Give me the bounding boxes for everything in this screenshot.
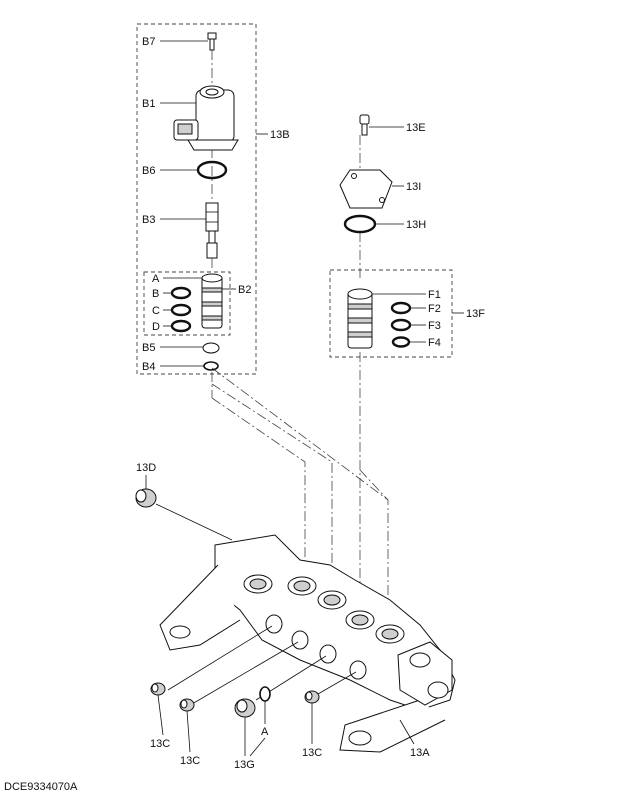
part-b3-spool <box>205 202 219 259</box>
part-13h-oring <box>343 214 377 234</box>
part-f4-oring <box>391 336 411 348</box>
label-b5: B5 <box>142 342 155 354</box>
label-13f: 13F <box>466 308 485 320</box>
label-b: B <box>152 288 159 300</box>
label-c: C <box>152 305 160 317</box>
part-c-oring <box>170 303 192 317</box>
label-13c-middle: 13C <box>180 755 200 767</box>
part-f3-oring <box>390 318 412 332</box>
part-13f-cartridge <box>347 288 373 349</box>
label-13b: 13B <box>270 129 290 141</box>
label-b4: B4 <box>142 361 155 373</box>
drawing-code: DCE9334070A <box>4 781 78 793</box>
label-13a: 13A <box>410 747 430 759</box>
label-13c-right: 13C <box>302 747 322 759</box>
group-box-13b <box>136 23 257 375</box>
label-a: A <box>152 273 160 285</box>
part-13a-valve-body <box>159 534 456 753</box>
part-b7-bolt <box>207 32 217 51</box>
part-b4-oring <box>203 361 219 371</box>
leader-lines <box>145 40 464 757</box>
label-b6: B6 <box>142 165 155 177</box>
part-13c-plug-left <box>150 682 166 696</box>
label-f3: F3 <box>428 320 441 332</box>
part-d-oring <box>170 319 192 333</box>
part-a-oring-lower <box>259 686 271 702</box>
part-13c-plug-middle <box>179 698 195 712</box>
label-13i: 13I <box>406 181 421 193</box>
part-13d-plug <box>135 488 233 541</box>
part-13g-plug <box>234 698 256 718</box>
label-13e: 13E <box>406 122 426 134</box>
part-b-oring <box>170 286 192 300</box>
part-13i-cover <box>339 169 393 209</box>
label-b1: B1 <box>142 98 155 110</box>
label-f2: F2 <box>428 303 441 315</box>
label-b2: B2 <box>238 284 251 296</box>
label-d: D <box>152 321 160 333</box>
part-b2-sleeve <box>201 273 223 329</box>
group-box-13f <box>329 269 453 358</box>
part-b1-solenoid <box>173 85 239 151</box>
label-f4: F4 <box>428 337 441 349</box>
label-13c-left: 13C <box>150 738 170 750</box>
part-f2-oring <box>390 301 412 315</box>
label-b7: B7 <box>142 36 155 48</box>
assembly-chain-lines <box>211 50 389 632</box>
part-13e-bolt <box>359 114 370 136</box>
label-13g: 13G <box>234 759 255 771</box>
label-13h: 13H <box>406 219 426 231</box>
label-a-lower: A <box>261 726 269 738</box>
label-b3: B3 <box>142 214 155 226</box>
part-b5-washer <box>202 342 220 354</box>
label-f1: F1 <box>428 289 441 301</box>
group-box-b2 <box>143 271 231 336</box>
label-13d: 13D <box>136 462 156 474</box>
part-13c-plug-right <box>304 690 320 704</box>
